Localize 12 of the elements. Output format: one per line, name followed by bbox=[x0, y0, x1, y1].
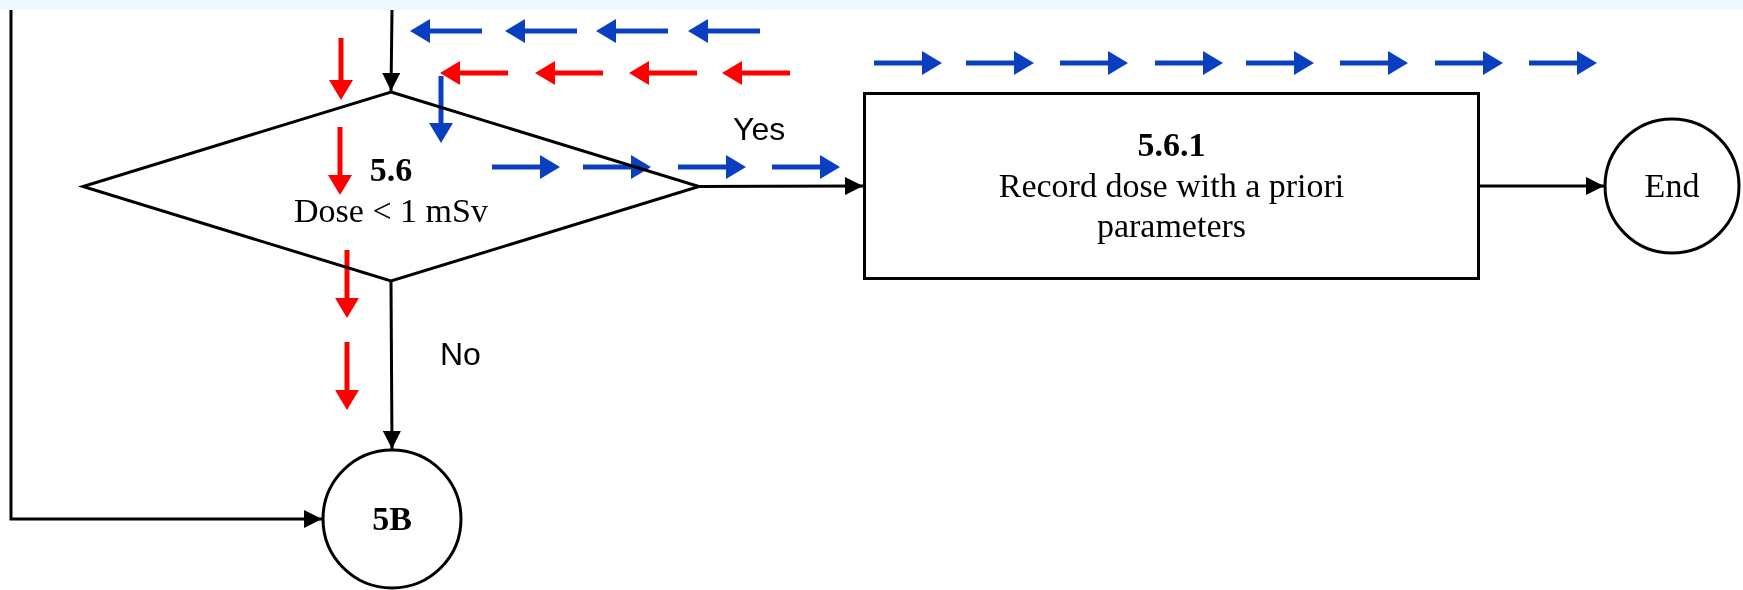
connector-arrow bbox=[382, 9, 401, 92]
terminator-circle bbox=[1604, 118, 1740, 254]
connector-arrow bbox=[1480, 177, 1604, 195]
node-label: End bbox=[1644, 165, 1700, 206]
step-number: 5.6.1 bbox=[1137, 124, 1206, 165]
connector-arrow bbox=[382, 282, 401, 449]
process-box bbox=[863, 92, 1480, 280]
step-text: Record dose with a priori parameters bbox=[997, 165, 1346, 247]
connector-circle bbox=[322, 449, 462, 589]
connector-arrow bbox=[9, 10, 322, 528]
node-label: 5B bbox=[372, 498, 412, 539]
connector-arrow bbox=[700, 177, 863, 196]
